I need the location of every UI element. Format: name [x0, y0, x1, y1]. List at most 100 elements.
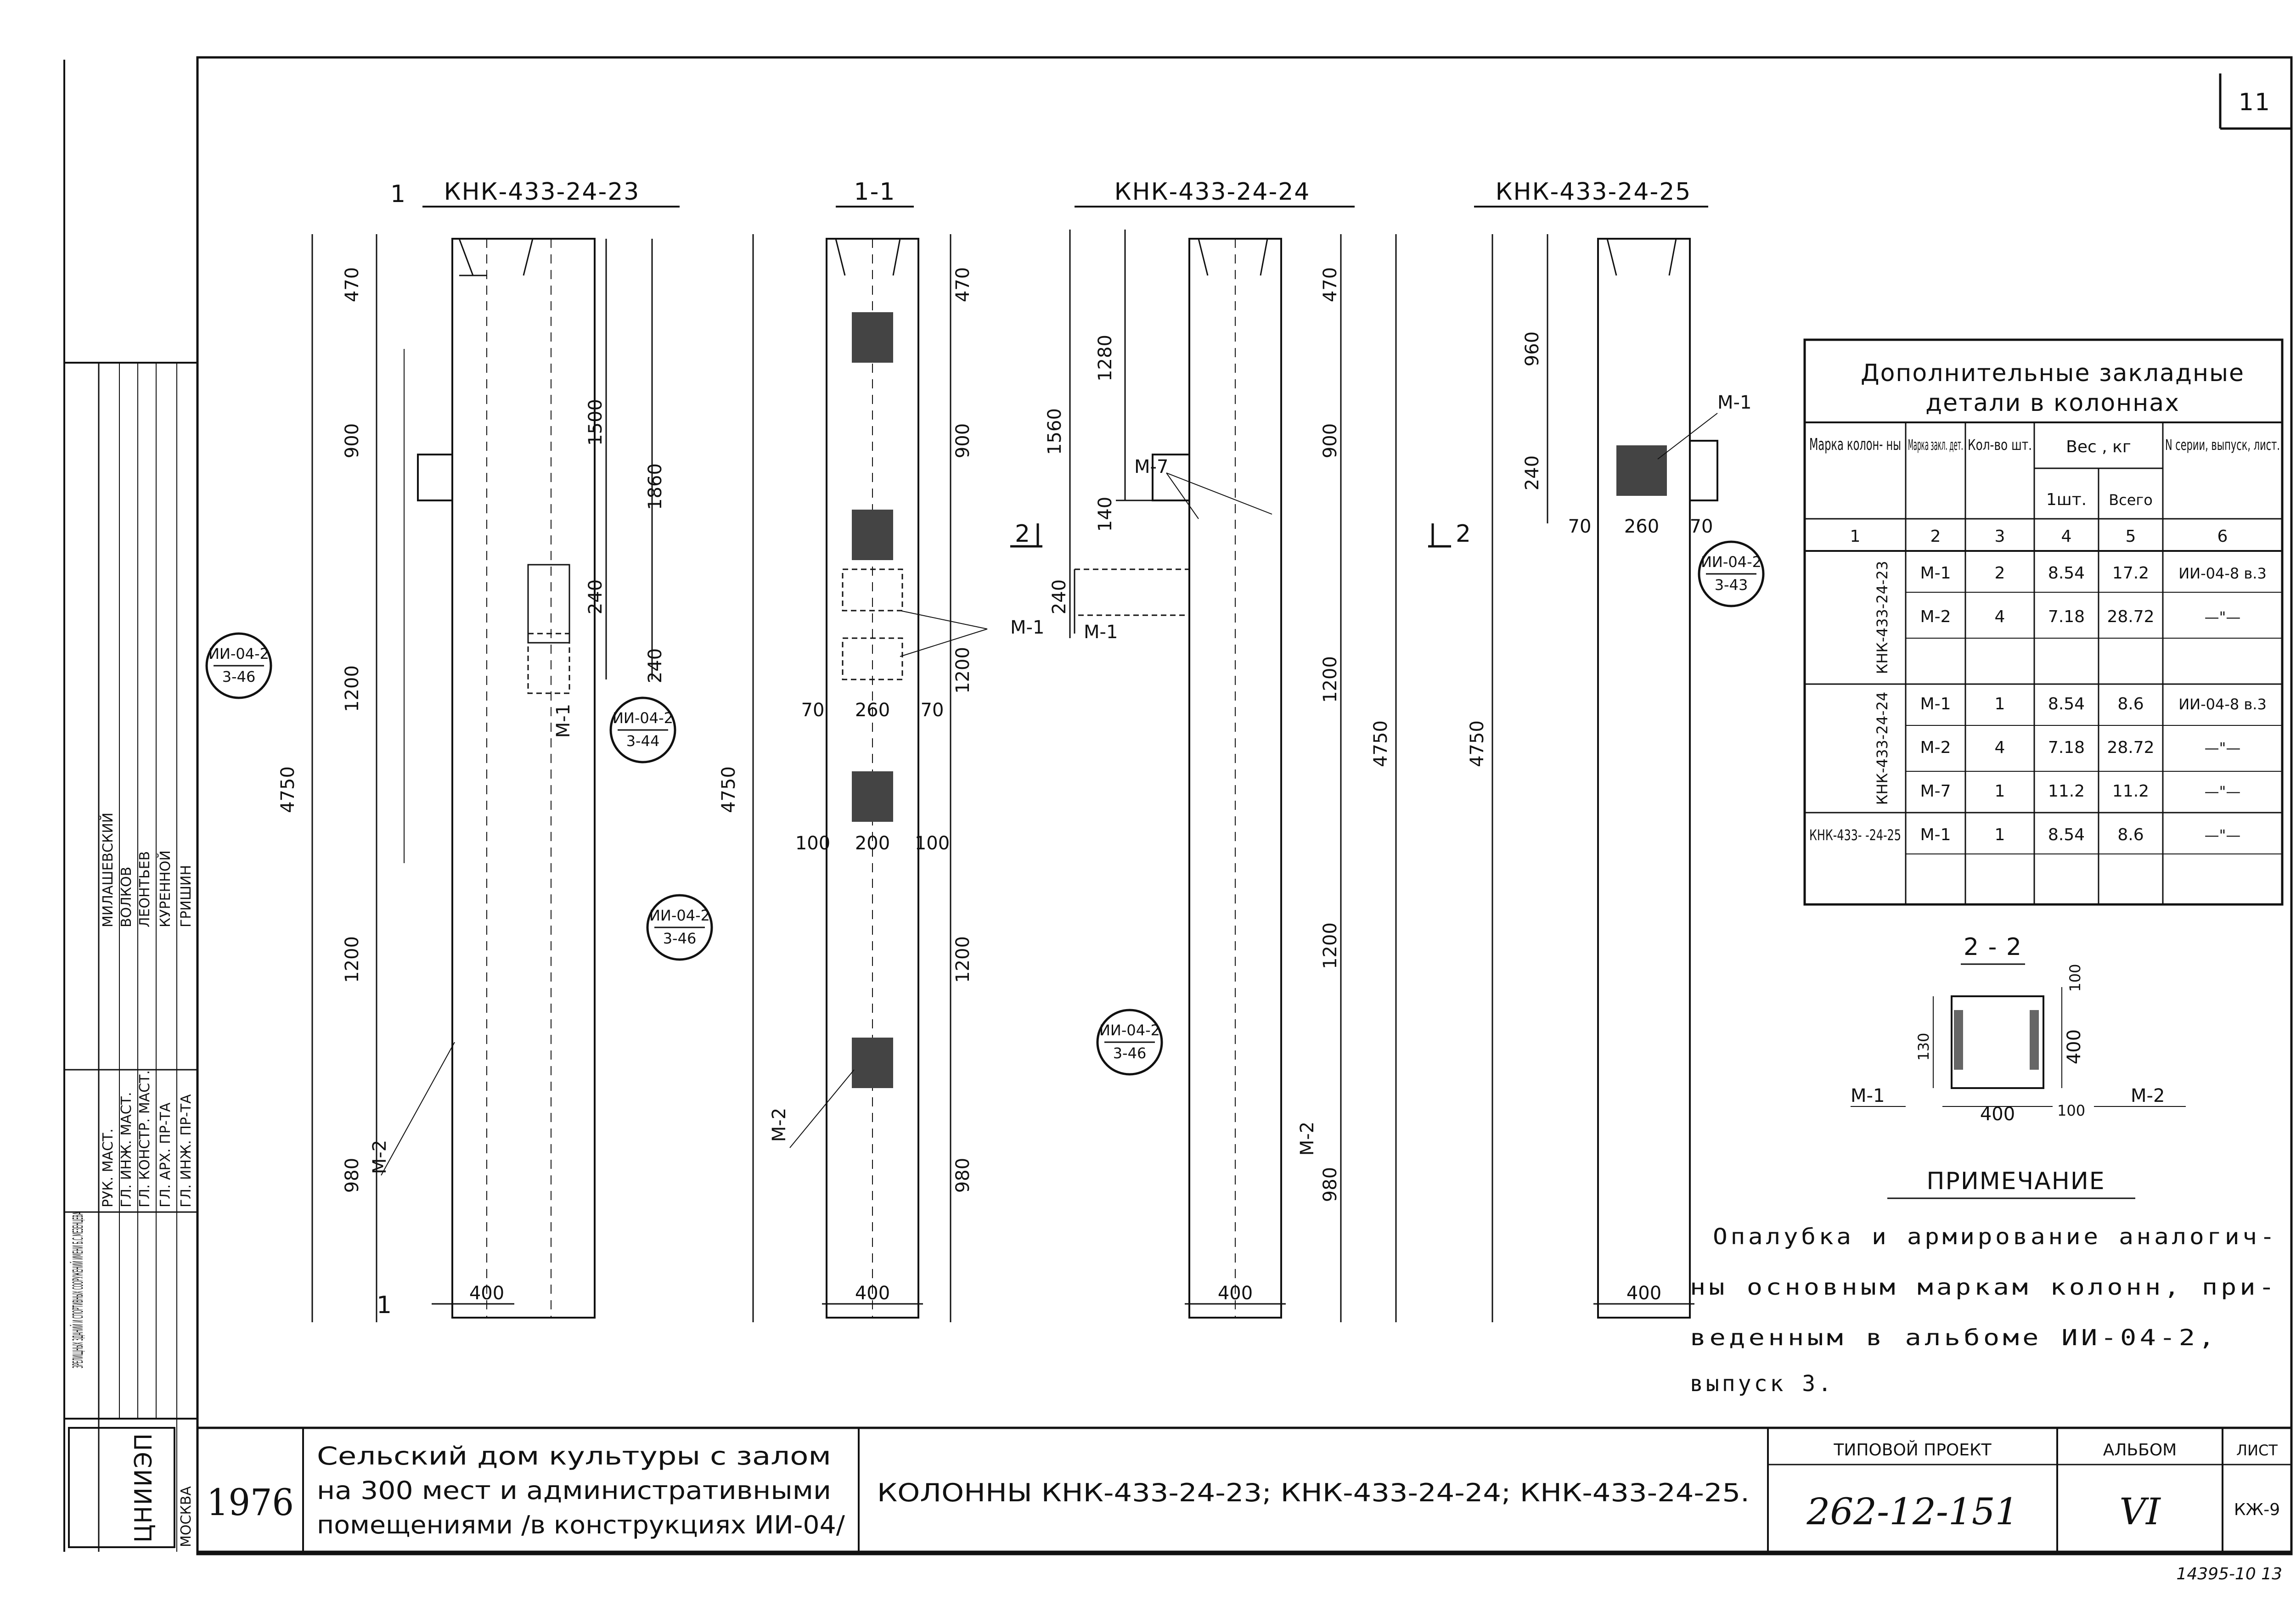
svg-text:70: 70 — [1568, 516, 1592, 537]
note-block: ПРИМЕЧАНИЕ Опалубка и армирование аналог… — [1690, 1168, 2275, 1397]
svg-text:980: 980 — [952, 1158, 974, 1193]
svg-text:3: 3 — [1995, 527, 2005, 546]
svg-text:470: 470 — [952, 267, 974, 302]
svg-text:—"—: —"— — [2205, 826, 2241, 844]
svg-text:ИИ-04-2: ИИ-04-2 — [1099, 1022, 1160, 1039]
svg-text:3-44: 3-44 — [626, 732, 660, 750]
svg-text:70: 70 — [801, 700, 825, 721]
section-mark: 1 — [390, 180, 406, 208]
svg-text:ЛЕОНТЬЕВ: ЛЕОНТЬЕВ — [137, 851, 153, 927]
label-m1: М-1 — [1084, 622, 1118, 643]
svg-text:4750: 4750 — [1467, 720, 1488, 767]
svg-text:260: 260 — [855, 700, 890, 721]
th-col1: Марка колон- ны — [1809, 435, 1901, 454]
svg-text:240: 240 — [1522, 455, 1543, 490]
svg-text:М-2: М-2 — [1920, 738, 1951, 757]
svg-text:ГЛ. ИНЖ. МАСТ.: ГЛ. ИНЖ. МАСТ. — [118, 1092, 135, 1207]
label-m2: М-2 — [2131, 1085, 2165, 1106]
list-label: ЛИСТ — [2236, 1442, 2278, 1459]
svg-text:3-43: 3-43 — [1715, 576, 1748, 594]
svg-text:400: 400 — [1626, 1283, 1661, 1304]
column-title: КНК-433-24-23 — [444, 178, 640, 206]
svg-text:РУК. МАСТ.: РУК. МАСТ. — [100, 1128, 116, 1207]
th-col6: N серии, выпуск, лист. — [2165, 436, 2280, 454]
note-line-4: выпуск 3. — [1690, 1371, 1834, 1397]
svg-text:1200: 1200 — [952, 936, 974, 983]
svg-text:ГРИШИН: ГРИШИН — [178, 865, 194, 927]
svg-text:11.2: 11.2 — [2048, 782, 2085, 801]
svg-text:ИИ-04-2: ИИ-04-2 — [649, 907, 710, 924]
svg-text:КНК-433-24-24: КНК-433-24-24 — [1874, 692, 1891, 805]
svg-text:400: 400 — [1218, 1283, 1253, 1304]
svg-text:ВОЛКОВ: ВОЛКОВ — [118, 867, 135, 927]
label-m1: М-1 — [1010, 617, 1044, 638]
section-mark-bottom: 1 — [377, 1291, 393, 1319]
ref-circle-a: ИИ-04-2 3-46 — [1097, 1010, 1162, 1074]
th-col3: Кол-во шт. — [1968, 436, 2032, 454]
section-mark-2a: 2 — [1015, 520, 1031, 548]
svg-text:ИИ-04-2: ИИ-04-2 — [613, 709, 673, 727]
dim-width: 400 — [469, 1283, 504, 1304]
cniiep-logo — [69, 1428, 174, 1547]
svg-text:17.2: 17.2 — [2112, 564, 2149, 583]
project-desc-3: помещениями /в конструкциях ИИ-04/ — [317, 1510, 845, 1539]
project-desc-1: Сельский дом культуры с залом — [317, 1442, 831, 1471]
column-knk-433-24-25: КНК-433-24-25 4750 960 240 70 260 70 400… — [1428, 178, 1763, 1322]
svg-text:400: 400 — [1980, 1104, 2015, 1125]
dim-1860: 1860 — [645, 463, 666, 510]
note-title: ПРИМЕЧАНИЕ — [1926, 1168, 2105, 1195]
typ-project-label: ТИПОВОЙ ПРОЕКТ — [1833, 1440, 1992, 1460]
svg-text:6: 6 — [2217, 527, 2228, 546]
table-title-2: детали в колоннах — [1925, 389, 2180, 417]
svg-text:11.2: 11.2 — [2112, 782, 2149, 801]
svg-text:КНК-433- -24-25: КНК-433- -24-25 — [1809, 826, 1901, 844]
label-m1: М-1 — [1851, 1085, 1885, 1106]
label-m2: М-2 — [1297, 1122, 1318, 1156]
label-m1: М-1 — [1717, 392, 1751, 413]
dim-1200a: 1200 — [342, 665, 363, 712]
svg-text:100: 100 — [2066, 964, 2084, 992]
dim-total: 4750 — [277, 766, 298, 813]
dim-1500: 1500 — [585, 399, 606, 446]
label-m1: М-1 — [553, 704, 574, 738]
svg-text:М-7: М-7 — [1920, 782, 1951, 801]
album-value: VI — [2119, 1490, 2161, 1533]
svg-text:КНК-433-24-23: КНК-433-24-23 — [1874, 561, 1891, 674]
svg-text:1200: 1200 — [952, 647, 974, 694]
svg-text:240: 240 — [1049, 579, 1070, 614]
dim-240a: 240 — [585, 579, 606, 614]
svg-text:960: 960 — [1522, 331, 1543, 366]
svg-text:1: 1 — [1850, 527, 1861, 546]
svg-text:3-46: 3-46 — [663, 930, 697, 947]
svg-text:470: 470 — [1320, 267, 1341, 302]
svg-text:М-2: М-2 — [1920, 607, 1951, 626]
svg-text:8.54: 8.54 — [2048, 564, 2085, 583]
svg-text:ИИ-04-8 в.3: ИИ-04-8 в.3 — [2178, 565, 2267, 582]
svg-text:28.72: 28.72 — [2107, 607, 2154, 626]
sheet-title: КОЛОННЫ КНК-433-24-23; КНК-433-24-24; КН… — [877, 1478, 1750, 1507]
ref-circle-a: ИИ-04-2 3-43 — [1699, 542, 1763, 606]
svg-text:2: 2 — [1930, 527, 1941, 546]
svg-text:400: 400 — [855, 1283, 890, 1304]
svg-text:1200: 1200 — [1320, 656, 1341, 703]
ref-circle-b: ИИ-04-2 3-44 — [611, 698, 675, 762]
svg-text:1280: 1280 — [1095, 335, 1116, 382]
svg-text:ГЛ. КОНСТР. МАСТ.: ГЛ. КОНСТР. МАСТ. — [137, 1070, 153, 1207]
column-section-1-1: 1-1 4750 470 900 1200 1200 980 70 260 70… — [647, 178, 1044, 1322]
svg-text:400: 400 — [2064, 1029, 2085, 1064]
svg-text:3-46: 3-46 — [222, 668, 256, 685]
label-m2: М-2 — [369, 1140, 390, 1174]
project-desc-2: на 300 мест и административными — [317, 1476, 831, 1505]
left-stamp: ЗРЕЛИЩНЫХ ЗДАНИЙ И СПОРТИВНЫХ СООРУЖЕНИЙ… — [64, 363, 197, 1552]
svg-text:8.6: 8.6 — [2117, 825, 2144, 844]
svg-text:5: 5 — [2126, 527, 2136, 546]
stamp-org: ЗРЕЛИЩНЫХ ЗДАНИЙ И СПОРТИВНЫХ СООРУЖЕНИЙ… — [70, 1212, 86, 1368]
svg-text:2: 2 — [1995, 564, 2005, 583]
svg-text:28.72: 28.72 — [2107, 738, 2154, 757]
svg-text:ИИ-04-8 в.3: ИИ-04-8 в.3 — [2178, 696, 2267, 713]
dim-240b: 240 — [645, 648, 666, 683]
ref-circle-a: ИИ-04-2 3-46 — [207, 634, 271, 698]
embedded-parts-table: Дополнительные закладные детали в колонн… — [1805, 340, 2282, 904]
column-knk-433-24-24: КНК-433-24-24 1560 1280 140 240 4750 470… — [1010, 178, 1396, 1322]
dim-1200b: 1200 — [342, 936, 363, 983]
